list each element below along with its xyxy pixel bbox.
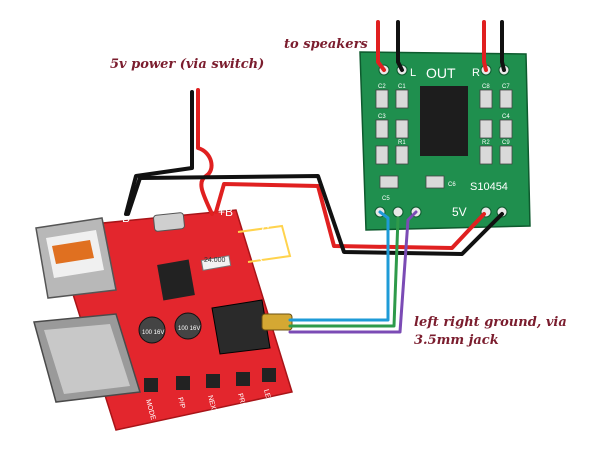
- speaker-right-black-wire: [500, 20, 506, 72]
- btn-led-label: LED: [262, 389, 272, 404]
- speaker-left-red-wire: [376, 20, 386, 72]
- speaker-left-black-wire: [396, 20, 404, 72]
- cap2-label: 100 16V: [178, 326, 200, 332]
- power-black-wire: [124, 90, 194, 216]
- amp-c4-label: C4: [502, 114, 510, 120]
- amp-c8-label: C8: [482, 84, 490, 90]
- wires: [124, 20, 506, 334]
- crystal-label: 24.000: [204, 257, 226, 264]
- amp-out-label: OUT: [426, 65, 456, 81]
- pin-pos-label: +B: [218, 205, 233, 219]
- amp-c2-label: C2: [378, 84, 386, 90]
- jack-label-line2: 3.5mm jack: [414, 333, 499, 348]
- amp-power-red-wire: [214, 182, 486, 250]
- bluetooth-board: XY-BT-L 24.000 100 16V 100 16V -B +B MOD…: [33, 205, 293, 431]
- btn-pp-label: P/P: [176, 397, 186, 410]
- amp-component-labels: C2 C1 C8 C7 C3 C4 R2 C5 C6 R1 C9: [378, 84, 510, 202]
- amp-c9-label: C9: [502, 140, 510, 146]
- speaker-right-red-wire: [482, 20, 488, 72]
- amp-ground-black-wire: [126, 174, 504, 256]
- amp-c1-label: C1: [398, 84, 406, 90]
- amp-c6-label: C6: [448, 182, 456, 188]
- button-row: [144, 368, 276, 392]
- amp-r1-label: R1: [398, 140, 406, 146]
- power-label: 5v power (via switch): [110, 57, 264, 72]
- amp-chip-label: S10454: [470, 181, 508, 193]
- amp-r-label: R: [472, 67, 480, 79]
- speakers-label: to speakers: [284, 37, 368, 52]
- amp-c5-label: C5: [382, 196, 390, 202]
- bt-model-label: XY-BT-L: [251, 216, 276, 263]
- audio-ground-purple-wire: [288, 210, 418, 334]
- power-red-wire: [196, 88, 214, 216]
- audio-left-blue-wire: [288, 210, 390, 322]
- amp-l-label: L: [410, 67, 416, 79]
- amp-c7-label: C7: [502, 84, 510, 90]
- cap1-label: 100 16V: [142, 330, 164, 336]
- amp-board: OUT L R S10454 5V C2 C1 C8 C7 C3 C4 R2 C…: [359, 51, 531, 231]
- audio-right-green-wire: [288, 216, 400, 328]
- amp-r2-label: R2: [482, 140, 490, 146]
- amp-c3-label: C3: [378, 114, 386, 120]
- jack-label-line1: left right ground, via: [414, 315, 567, 330]
- amp-5v-label: 5V: [452, 205, 467, 219]
